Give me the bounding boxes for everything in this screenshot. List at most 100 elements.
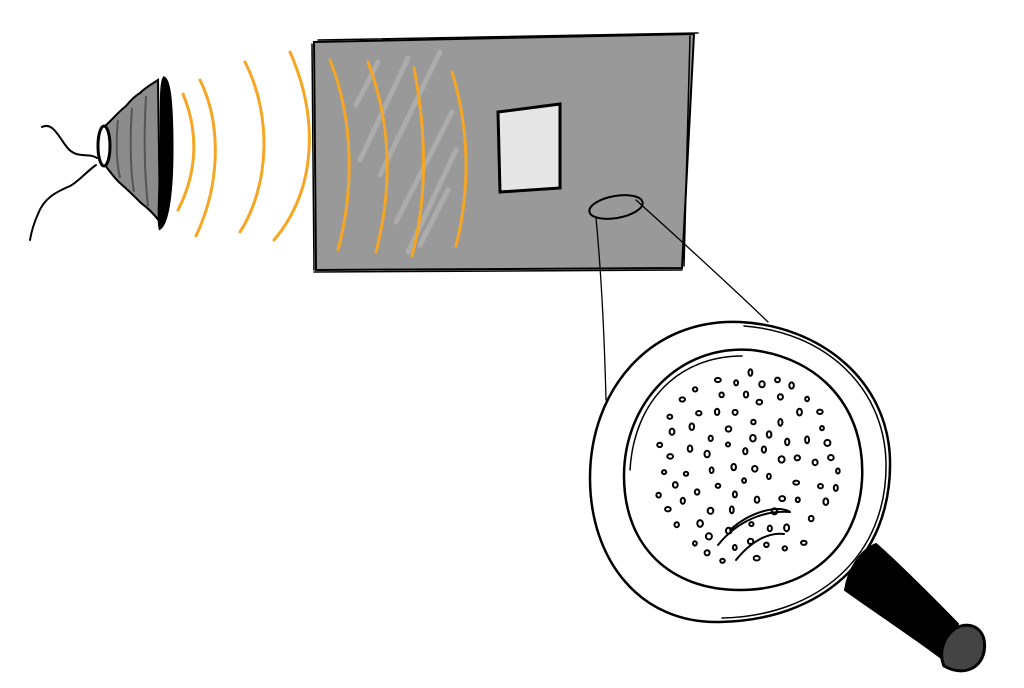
pore-dot bbox=[800, 539, 808, 546]
magnifying-glass-icon bbox=[588, 320, 987, 673]
pore-dot bbox=[832, 483, 839, 492]
pore-dot bbox=[788, 381, 795, 390]
pore-dot bbox=[766, 472, 772, 480]
pore-dot bbox=[747, 368, 754, 377]
pore-dot bbox=[668, 427, 676, 436]
pore-dot bbox=[708, 466, 715, 475]
pore-dot bbox=[777, 418, 784, 427]
pore-dot bbox=[692, 540, 698, 547]
pore-dot bbox=[817, 483, 824, 490]
pore-dot bbox=[819, 425, 825, 432]
speaker-cone-shading bbox=[115, 95, 149, 207]
pore-dot bbox=[827, 454, 835, 462]
pore-dot bbox=[766, 524, 773, 533]
sheen-streak bbox=[377, 49, 443, 178]
magnifier-inner-rim bbox=[622, 348, 864, 592]
pore-dot bbox=[796, 407, 803, 417]
pore-dot bbox=[753, 495, 761, 504]
sound-wave bbox=[194, 78, 217, 238]
pore-dot bbox=[749, 433, 757, 443]
sound-wave-icon bbox=[176, 50, 311, 242]
sheen-streak bbox=[357, 55, 411, 163]
pore-dot bbox=[781, 545, 788, 552]
pore-dot bbox=[724, 425, 733, 433]
pore-dot bbox=[703, 549, 711, 557]
pore-dot bbox=[671, 481, 679, 489]
pore-dot bbox=[661, 469, 668, 476]
pore-dot bbox=[728, 505, 735, 515]
sound-wave bbox=[238, 60, 266, 234]
pore-dot bbox=[758, 380, 766, 389]
pore-dot bbox=[686, 444, 694, 453]
pore-dot bbox=[755, 398, 764, 406]
pore-dot bbox=[742, 390, 750, 399]
sound-wave bbox=[272, 50, 311, 242]
wall-outline-sketch bbox=[311, 32, 699, 273]
pore-dot bbox=[714, 376, 722, 384]
pore-dot bbox=[656, 441, 664, 449]
pore-dot bbox=[655, 491, 662, 499]
sound-wave bbox=[366, 60, 389, 254]
pore-dot bbox=[706, 506, 715, 515]
pore-dot bbox=[807, 514, 815, 523]
pore-dot bbox=[811, 458, 819, 467]
lens-glare bbox=[717, 508, 791, 561]
pore-dot bbox=[794, 496, 801, 504]
pore-dot bbox=[822, 497, 830, 507]
porous-wall bbox=[311, 32, 699, 273]
pore-dot bbox=[783, 523, 791, 533]
speaker-magnet bbox=[96, 124, 112, 168]
pore-dot bbox=[776, 393, 784, 401]
pore-dot bbox=[730, 462, 738, 472]
zoom-connector bbox=[595, 199, 769, 401]
pore-dot bbox=[741, 477, 747, 484]
sound-wave bbox=[328, 58, 351, 252]
pore-dot bbox=[733, 379, 739, 387]
wall-window bbox=[496, 102, 562, 194]
pore-dot bbox=[704, 532, 713, 541]
magnifier-handle-cap bbox=[940, 623, 987, 673]
pore-dot bbox=[777, 455, 786, 464]
pore-dot bbox=[760, 445, 768, 454]
pore-dot bbox=[724, 526, 733, 535]
pore-dot bbox=[679, 496, 686, 505]
pore-dot bbox=[774, 376, 781, 384]
pore-dot bbox=[793, 454, 801, 462]
pore-dot bbox=[784, 437, 791, 447]
zoom-line-left bbox=[595, 217, 607, 401]
pore-dot bbox=[742, 447, 749, 456]
pore-dot bbox=[792, 479, 801, 486]
pore-dot bbox=[770, 507, 779, 516]
pore-dot bbox=[763, 541, 770, 548]
pore-dot bbox=[696, 519, 704, 528]
pore-dot bbox=[746, 537, 755, 546]
pore-dot bbox=[751, 465, 759, 473]
pore-dot bbox=[804, 395, 810, 403]
pore-dot bbox=[748, 521, 755, 528]
magnifier-outer-rim-sketch bbox=[721, 325, 887, 619]
pore-dot bbox=[765, 430, 773, 439]
pore-dot bbox=[678, 396, 686, 403]
pore-dot bbox=[707, 434, 714, 442]
pore-dot bbox=[714, 482, 722, 489]
zoom-line-right bbox=[635, 199, 769, 323]
speaker-rim bbox=[157, 76, 174, 231]
lens-glare-arc bbox=[717, 508, 791, 546]
pore-dot bbox=[731, 408, 739, 416]
pore-region bbox=[588, 194, 644, 220]
sound-wave bbox=[410, 66, 425, 258]
pore-dot bbox=[673, 521, 680, 529]
speaker-cone bbox=[102, 78, 162, 226]
pore-dot bbox=[731, 544, 738, 551]
loudspeaker-icon bbox=[29, 76, 174, 241]
pore-dot bbox=[666, 453, 675, 460]
pore-dot bbox=[664, 506, 672, 513]
pore-dot bbox=[823, 438, 832, 447]
sound-wave bbox=[176, 92, 196, 212]
sheen-streak bbox=[353, 59, 381, 108]
pore-dot bbox=[725, 441, 731, 448]
pore-dot bbox=[835, 467, 841, 475]
pore-dot bbox=[713, 407, 721, 416]
pore-dot bbox=[731, 490, 738, 499]
